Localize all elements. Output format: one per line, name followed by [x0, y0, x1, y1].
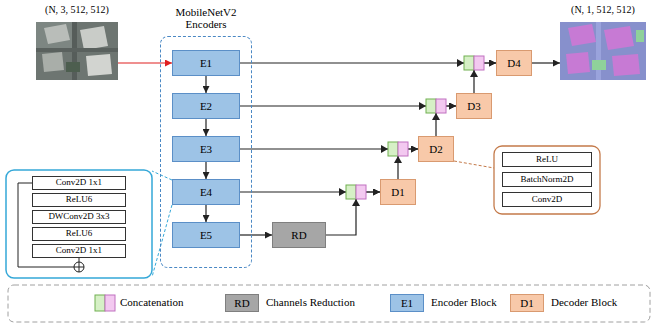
- box-label: Conv2D 1x1: [56, 246, 102, 256]
- reduction-block: RD: [272, 222, 326, 248]
- callout-frame: [494, 146, 600, 214]
- box-label: Conv2D: [532, 195, 563, 205]
- layer-box: Conv2D 1x1: [32, 244, 126, 258]
- concat-icon: [339, 185, 366, 206]
- zoom-leader: [152, 171, 172, 180]
- legend-swatch: D1: [510, 294, 544, 312]
- swatch-label: E1: [401, 297, 413, 309]
- box-label: BatchNorm2D: [521, 175, 574, 185]
- input-satellite-image: [36, 22, 118, 80]
- tensor-shape: (N, 3, 512, 512): [45, 4, 109, 15]
- encoder-group: MobileNetV2 EncodersE1E2E3E4E5: [160, 36, 252, 268]
- box-label: E5: [200, 229, 212, 241]
- box-label: D3: [467, 100, 480, 112]
- image-node: (N, 3, 512, 512): [36, 4, 118, 80]
- legend-text: Concatenation: [120, 296, 184, 308]
- layer-box: Conv2D: [502, 192, 592, 207]
- box-label: D4: [507, 57, 520, 69]
- legend-swatch: E1: [390, 294, 424, 312]
- legend-text: Encoder Block: [431, 296, 497, 308]
- connector-arrow: [118, 62, 172, 63]
- encoder-block: E2: [172, 93, 240, 119]
- connector-arrow: [205, 205, 206, 222]
- group-heading: MobileNetV2 Encoders: [161, 6, 251, 30]
- layer-box: ReLU: [502, 152, 592, 167]
- callout-leader: [454, 161, 494, 168]
- concat-icon: [419, 99, 446, 120]
- box-label: DWConv2D 3x3: [48, 212, 109, 222]
- layer-box: DWConv2D 3x3: [32, 210, 126, 224]
- connector-arrow: [240, 234, 272, 235]
- encoder-block: E3: [172, 136, 240, 162]
- add-symbol: [74, 262, 84, 272]
- box-label: ReLU: [536, 155, 558, 165]
- residual-line: [79, 258, 80, 262]
- connector-arrow: [532, 62, 560, 63]
- box-label: Conv2D 1x1: [56, 178, 102, 188]
- output-segmentation-map: [560, 22, 646, 80]
- legend-swatch: RD: [225, 294, 259, 312]
- box-label: E2: [200, 100, 212, 112]
- decoder-block: D3: [456, 93, 492, 119]
- box-label: D2: [429, 143, 442, 155]
- connector-arrow: [205, 162, 206, 179]
- tensor-shape: (N, 1, 512, 512): [571, 4, 635, 15]
- zoom-frame: [6, 170, 152, 278]
- layer-box: Conv2D 1x1: [32, 176, 126, 190]
- decoder-block: D4: [496, 50, 532, 76]
- connector-arrow: [205, 119, 206, 136]
- box-label: E4: [200, 186, 212, 198]
- encoder-block: E4: [172, 179, 240, 205]
- legend-frame: [8, 285, 650, 322]
- encoder-block: E1: [172, 50, 240, 76]
- concat-icon: [457, 56, 484, 77]
- box-label: RD: [291, 229, 306, 241]
- box-label: ReLU6: [66, 195, 93, 205]
- layer-box: BatchNorm2D: [502, 172, 592, 187]
- encoder-block: E5: [172, 222, 240, 248]
- box-label: D1: [391, 186, 404, 198]
- layer-box: ReLU6: [32, 227, 126, 241]
- image-node: (N, 1, 512, 512): [560, 4, 646, 80]
- concat-icon: [381, 142, 408, 163]
- swatch-label: RD: [234, 297, 249, 309]
- decoder-block: D1: [380, 179, 416, 205]
- legend-text: Channels Reduction: [266, 296, 355, 308]
- box-label: E3: [200, 143, 212, 155]
- legend-concat-icon: [95, 295, 115, 311]
- swatch-label: D1: [520, 297, 533, 309]
- box-label: ReLU6: [66, 229, 93, 239]
- legend-text: Decoder Block: [551, 296, 617, 308]
- layer-box: ReLU6: [32, 193, 126, 207]
- zoom-leader: [152, 205, 172, 277]
- connector-arrow: [205, 76, 206, 93]
- decoder-block: D2: [418, 136, 454, 162]
- box-label: E1: [200, 57, 212, 69]
